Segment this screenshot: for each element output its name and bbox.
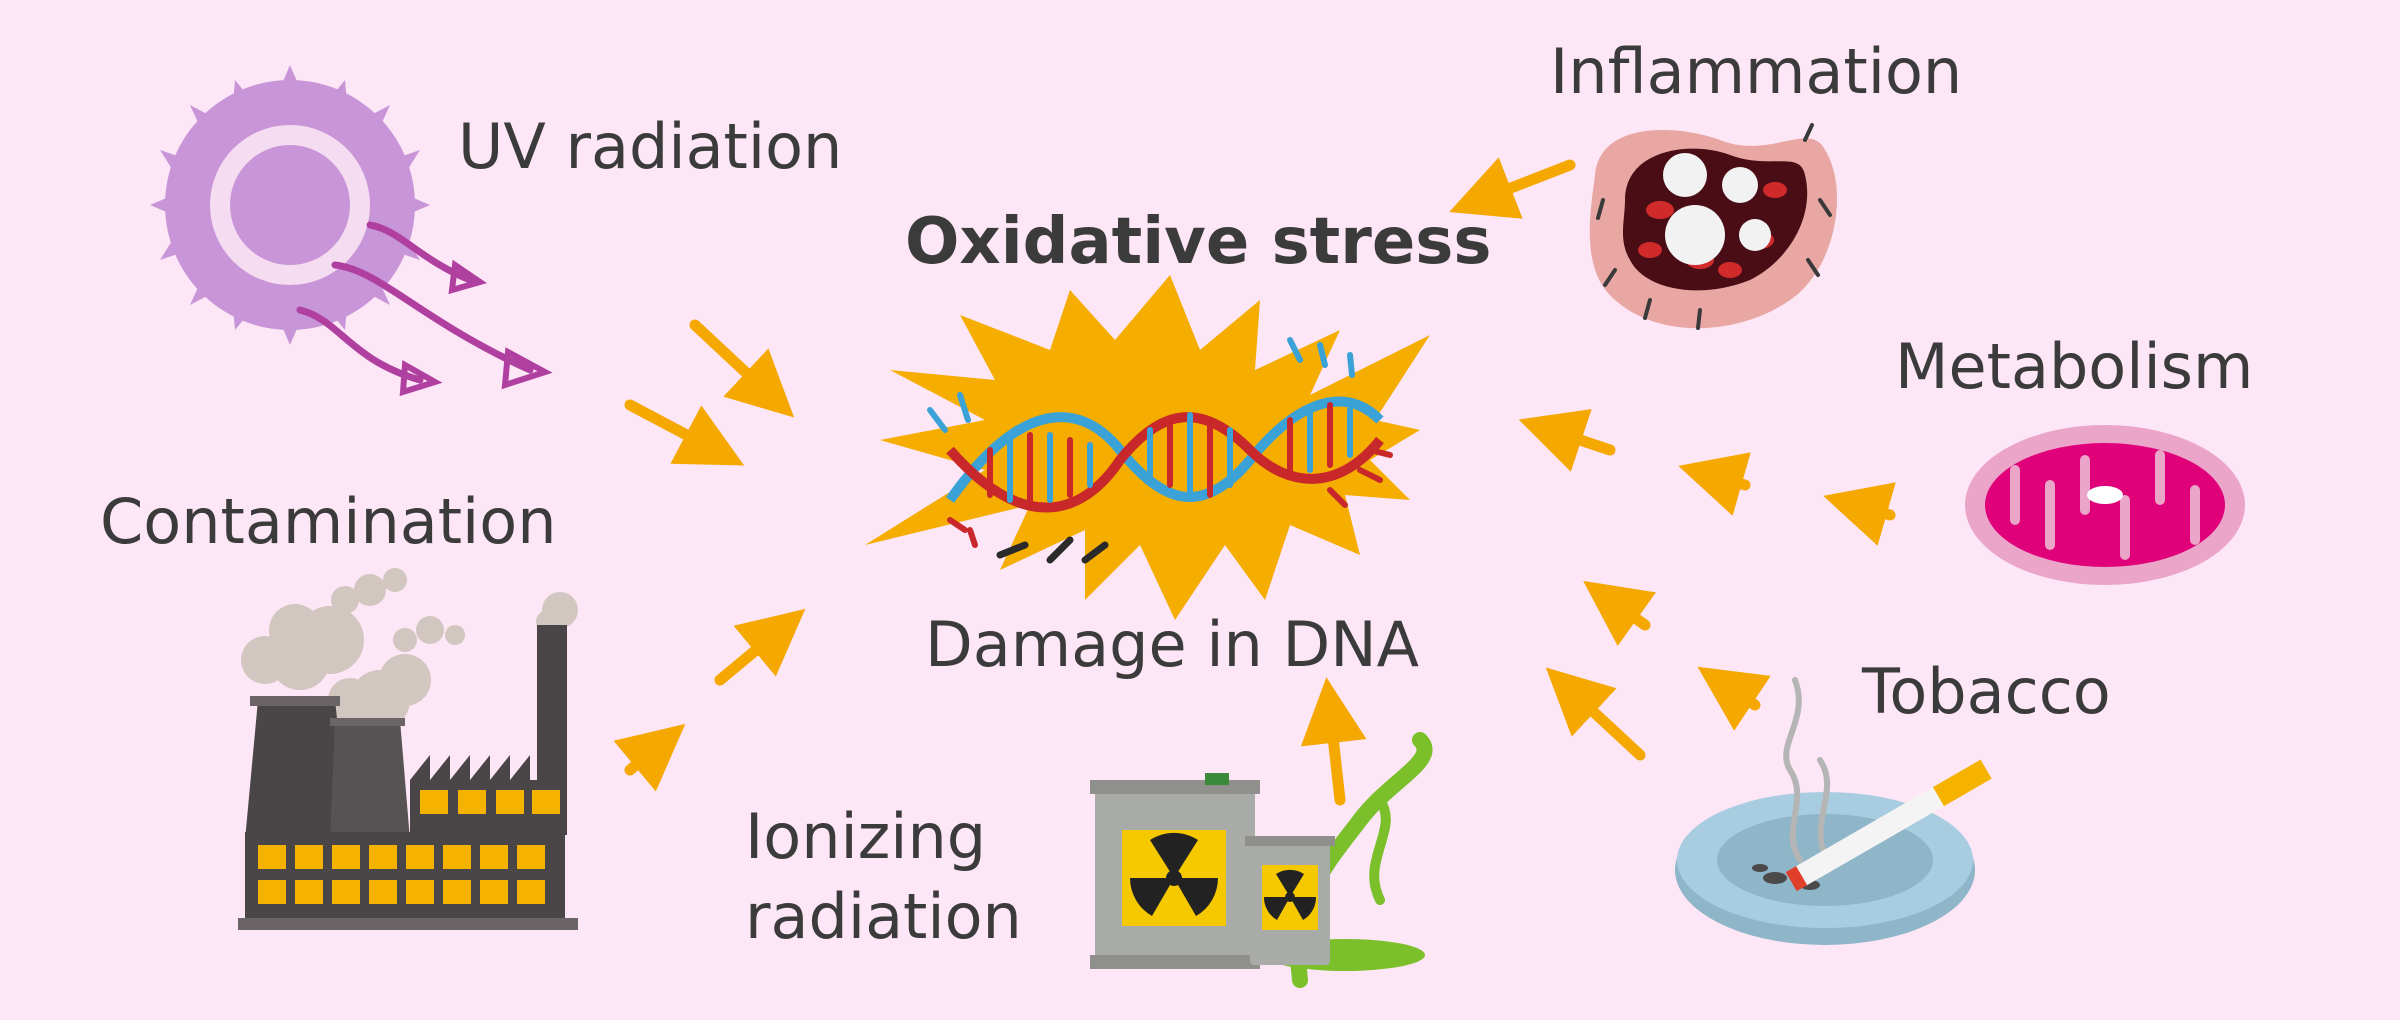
arrow-uv-1 (689, 319, 795, 418)
arrow-uv-2 (624, 399, 745, 466)
center-subtitle: Damage in DNA (925, 608, 1420, 681)
inflammation-icon (1589, 123, 1838, 330)
arrow-tobacco-3 (1697, 666, 1771, 731)
arrow-tobacco-2 (1583, 580, 1657, 647)
arrow-contamination-2 (613, 723, 686, 792)
center-title: Oxidative stress (905, 205, 1492, 279)
dna-helix-icon (927, 337, 1393, 564)
arrow-tobacco-1 (1545, 667, 1646, 761)
arrow-metabolism-2 (1678, 452, 1751, 516)
label-uv-radiation: UV radiation (458, 110, 843, 183)
arrow-ionizing (1300, 677, 1367, 806)
label-metabolism: Metabolism (1895, 330, 2254, 403)
label-ionizing-line1: Ionizing (745, 800, 987, 873)
label-ionizing-line2: radiation (745, 880, 1022, 953)
label-tobacco: Tobacco (1862, 655, 2111, 728)
mitochondria-icon (1965, 425, 2245, 585)
factory-icon (238, 568, 578, 930)
label-contamination: Contamination (100, 485, 557, 558)
arrow-contamination-1 (714, 608, 806, 686)
arrow-metabolism-1 (1518, 409, 1616, 472)
arrows-group (613, 157, 1896, 806)
ashtray-cigarette-icon (1675, 677, 1992, 945)
arrow-inflammation (1449, 157, 1576, 219)
label-inflammation: Inflammation (1550, 35, 1963, 108)
uv-sun-icon (150, 65, 553, 397)
radioactive-barrels-icon (1090, 732, 1433, 988)
arrow-metabolism-3 (1823, 482, 1896, 546)
